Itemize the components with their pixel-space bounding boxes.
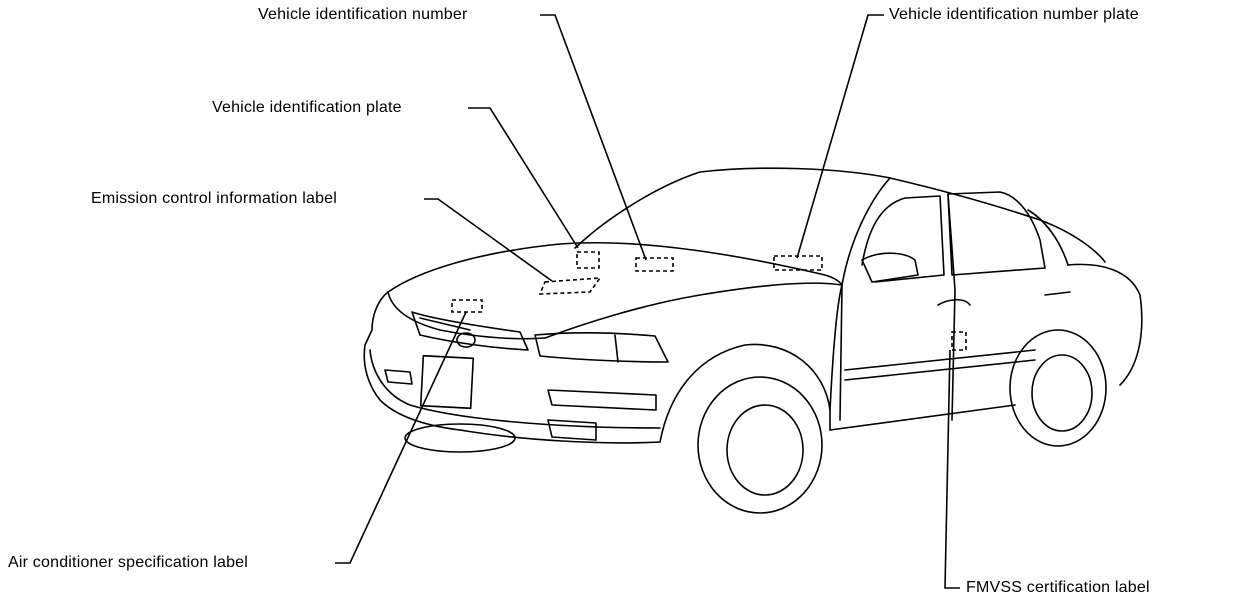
emission-label-location [538, 277, 602, 295]
ac-spec-label: Air conditioner specification label [8, 554, 249, 571]
leader-ac [335, 311, 467, 564]
leader-vehicle-id-plate [468, 107, 579, 249]
fmvss-cert-label: FMVSS certification label [966, 579, 1150, 596]
leader-vin [540, 14, 647, 261]
leader-vin-plate [796, 14, 884, 259]
label-locations [451, 251, 967, 351]
vehicle-id-plate-location [576, 251, 600, 269]
ac-label-location [451, 299, 483, 313]
leader-emission [424, 198, 553, 282]
vehicle-id-plate-label: Vehicle identification plate [212, 99, 402, 116]
vin-location [635, 257, 674, 272]
car-body [363, 167, 1143, 514]
leader-fmvss [944, 349, 960, 589]
emission-control-label: Emission control information label [91, 190, 338, 207]
leader-lines [335, 14, 960, 589]
vin-label: Vehicle identification number [258, 6, 468, 23]
vin-plate-label: Vehicle identification number plate [889, 6, 1139, 23]
fmvss-label-location [951, 331, 967, 351]
vin-plate-location [773, 255, 823, 271]
